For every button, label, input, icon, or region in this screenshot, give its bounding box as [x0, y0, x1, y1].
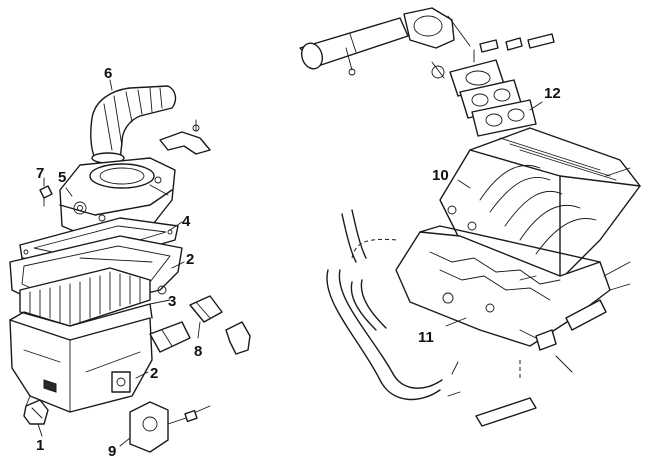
coolant-hoses: [326, 209, 537, 427]
callout-label-1: 1: [36, 437, 44, 454]
throttle-body: [403, 7, 471, 79]
routing-dashed-line: [351, 238, 399, 259]
callout-label-5: 5: [58, 169, 66, 186]
upper-intake-manifold: [439, 127, 641, 281]
drain-cap: [23, 399, 49, 425]
callout-label-9: 9: [108, 443, 116, 460]
callout-label-11: 11: [418, 329, 434, 346]
callout-label-6: 6: [104, 65, 112, 82]
callout-label-10: 10: [432, 167, 449, 184]
air-filter-element: [19, 267, 151, 327]
air-intake-tube: [299, 17, 409, 76]
callout-label-2-lower: 2: [150, 365, 158, 382]
callout-label-3: 3: [168, 293, 176, 310]
intake-hose-connector: [149, 295, 251, 355]
intake-air-duct: [90, 85, 177, 164]
lower-intake-manifold: [395, 225, 631, 373]
leader-lines-right: [445, 101, 543, 327]
clip-part: [39, 185, 53, 207]
callout-label-4: 4: [182, 213, 191, 230]
control-valve: [129, 401, 211, 453]
mounting-bracket: [159, 119, 211, 155]
air-cleaner-body: [9, 303, 153, 413]
callout-label-8: 8: [194, 343, 202, 360]
air-cleaner-cover: [59, 157, 176, 241]
callout-label-2-upper: 2: [186, 251, 194, 268]
callout-label-7: 7: [36, 165, 44, 182]
small-fittings: [473, 33, 555, 63]
callout-label-12: 12: [544, 85, 561, 102]
leader-lines-left: [37, 79, 201, 447]
plenum-gaskets: [449, 59, 537, 137]
